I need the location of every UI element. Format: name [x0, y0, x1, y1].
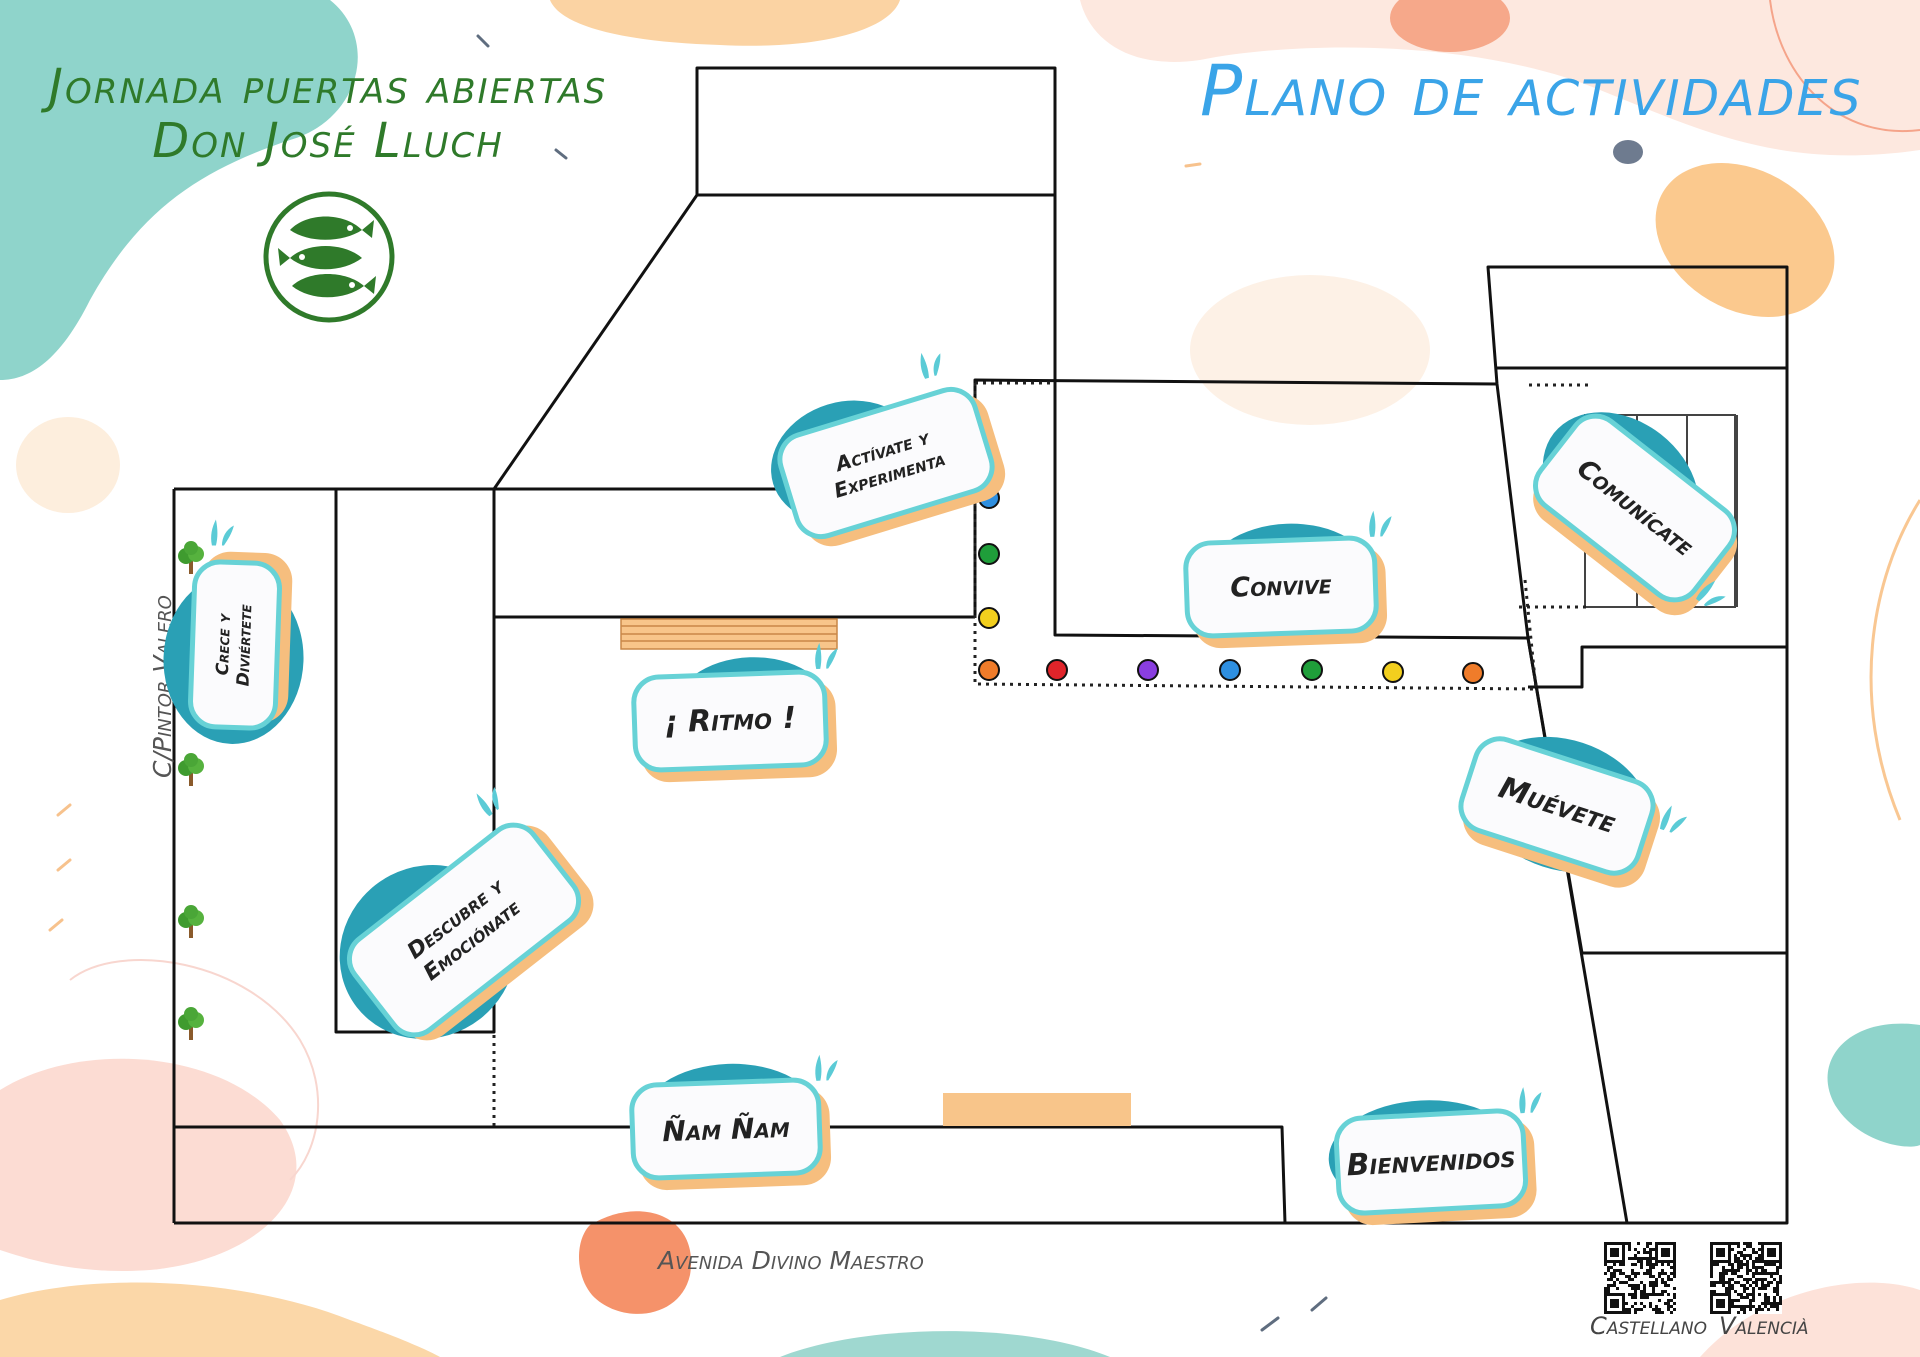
- path-dot: [1382, 661, 1404, 683]
- building-top-block: [695, 66, 1057, 197]
- activity-label: Muévete: [1494, 770, 1620, 842]
- qr-label-valencia: Valencià: [1718, 1312, 1809, 1340]
- salmon-blob-bottom: [578, 1211, 692, 1314]
- dash-marks: [476, 34, 1328, 1332]
- pink-blob-top-right: [1080, 0, 1920, 156]
- teal-blob-top-left: [0, 0, 358, 380]
- splash-icon: [476, 786, 499, 817]
- qr-caption: Castellano Valencià: [1584, 1312, 1808, 1340]
- tree-icon: [178, 905, 204, 938]
- plan-title: Plano de actividades: [1200, 50, 1863, 132]
- tree-icon: [178, 1007, 204, 1040]
- splash-icon: [1519, 1087, 1542, 1114]
- pink-arc-bottom-left: [69, 959, 320, 1181]
- salmon-blob-top: [1390, 0, 1510, 52]
- splash-icon: [920, 352, 941, 379]
- path-dot: [1301, 659, 1323, 681]
- colored-dots: [978, 487, 1484, 684]
- activity-badge-bienvenidos[interactable]: Bienvenidos: [1325, 1087, 1542, 1227]
- bottom-building: [174, 1125, 1287, 1224]
- activity-badge-ritmo[interactable]: ¡ Ritmo !: [630, 642, 838, 784]
- splash-icon: [1659, 805, 1688, 833]
- event-title-line1: Jornada puertas abiertas: [48, 59, 608, 115]
- teal-blob-bottom-center: [780, 1331, 1110, 1357]
- cream-blob-left: [16, 417, 120, 513]
- event-title-line2: Don José Lluch: [152, 113, 504, 169]
- dotted-paths: [492, 381, 1589, 1127]
- tree-icon: [178, 541, 204, 574]
- activity-badge-crece[interactable]: Crece y Diviértete: [160, 519, 307, 747]
- activity-label: ¡ Ritmo !: [663, 700, 797, 741]
- activity-label: Convive: [1229, 569, 1333, 604]
- peach-blob-top-center: [550, 0, 900, 46]
- path-dot: [978, 543, 1000, 565]
- qr-code-icon[interactable]: [1604, 1242, 1676, 1314]
- splash-icon: [211, 519, 234, 546]
- angled-wall: [492, 194, 699, 490]
- activity-label: Crece y Diviértete: [212, 604, 257, 687]
- street-bottom-label: Avenida Divino Maestro: [658, 1246, 924, 1275]
- activity-badge-comunicate[interactable]: Comunícate: [1513, 381, 1749, 627]
- splash-icon: [815, 1054, 838, 1081]
- activity-badge-muevete[interactable]: Muévete: [1451, 715, 1688, 895]
- orange-arc-right: [1869, 499, 1920, 821]
- school-logo-icon: [263, 191, 395, 323]
- activity-label: Ñam Ñam: [661, 1110, 791, 1148]
- orange-blob-right: [1655, 162, 1835, 318]
- activity-badge-convive[interactable]: Convive: [1182, 510, 1392, 650]
- salmon-arc-top-right: [1769, 0, 1920, 133]
- orange-dash-marks: [48, 162, 1202, 932]
- path-dot: [978, 607, 1000, 629]
- peach-blob-bottom-left: [0, 1282, 440, 1357]
- path-dot: [1462, 662, 1484, 684]
- pink-blob-bottom-right: [1700, 1282, 1920, 1357]
- splash-icon: [1696, 580, 1726, 607]
- activity-label: Bienvenidos: [1345, 1139, 1517, 1184]
- path-dot: [1046, 659, 1068, 681]
- tree-icon: [178, 753, 204, 786]
- cream-blob-center: [1190, 275, 1430, 425]
- path-dot: [1219, 659, 1241, 681]
- splash-icon: [815, 642, 838, 669]
- right-building: [1528, 645, 1787, 689]
- bench-rect: [620, 618, 838, 650]
- bench-bottom: [943, 1093, 1131, 1126]
- qr-code-icon[interactable]: [1710, 1242, 1782, 1314]
- grey-dot: [1613, 140, 1643, 164]
- qr-label-castellano: Castellano: [1590, 1312, 1707, 1340]
- event-title: Jornada puertas abiertas Don José Lluch: [48, 60, 608, 168]
- path-dot: [1137, 659, 1159, 681]
- pink-blob-bottom-left: [0, 1058, 297, 1271]
- path-dot: [978, 659, 1000, 681]
- teal-blob-bottom-right: [1827, 1023, 1920, 1147]
- splash-icon: [1369, 510, 1392, 537]
- activity-badge-nam-nam[interactable]: Ñam Ñam: [628, 1054, 838, 1192]
